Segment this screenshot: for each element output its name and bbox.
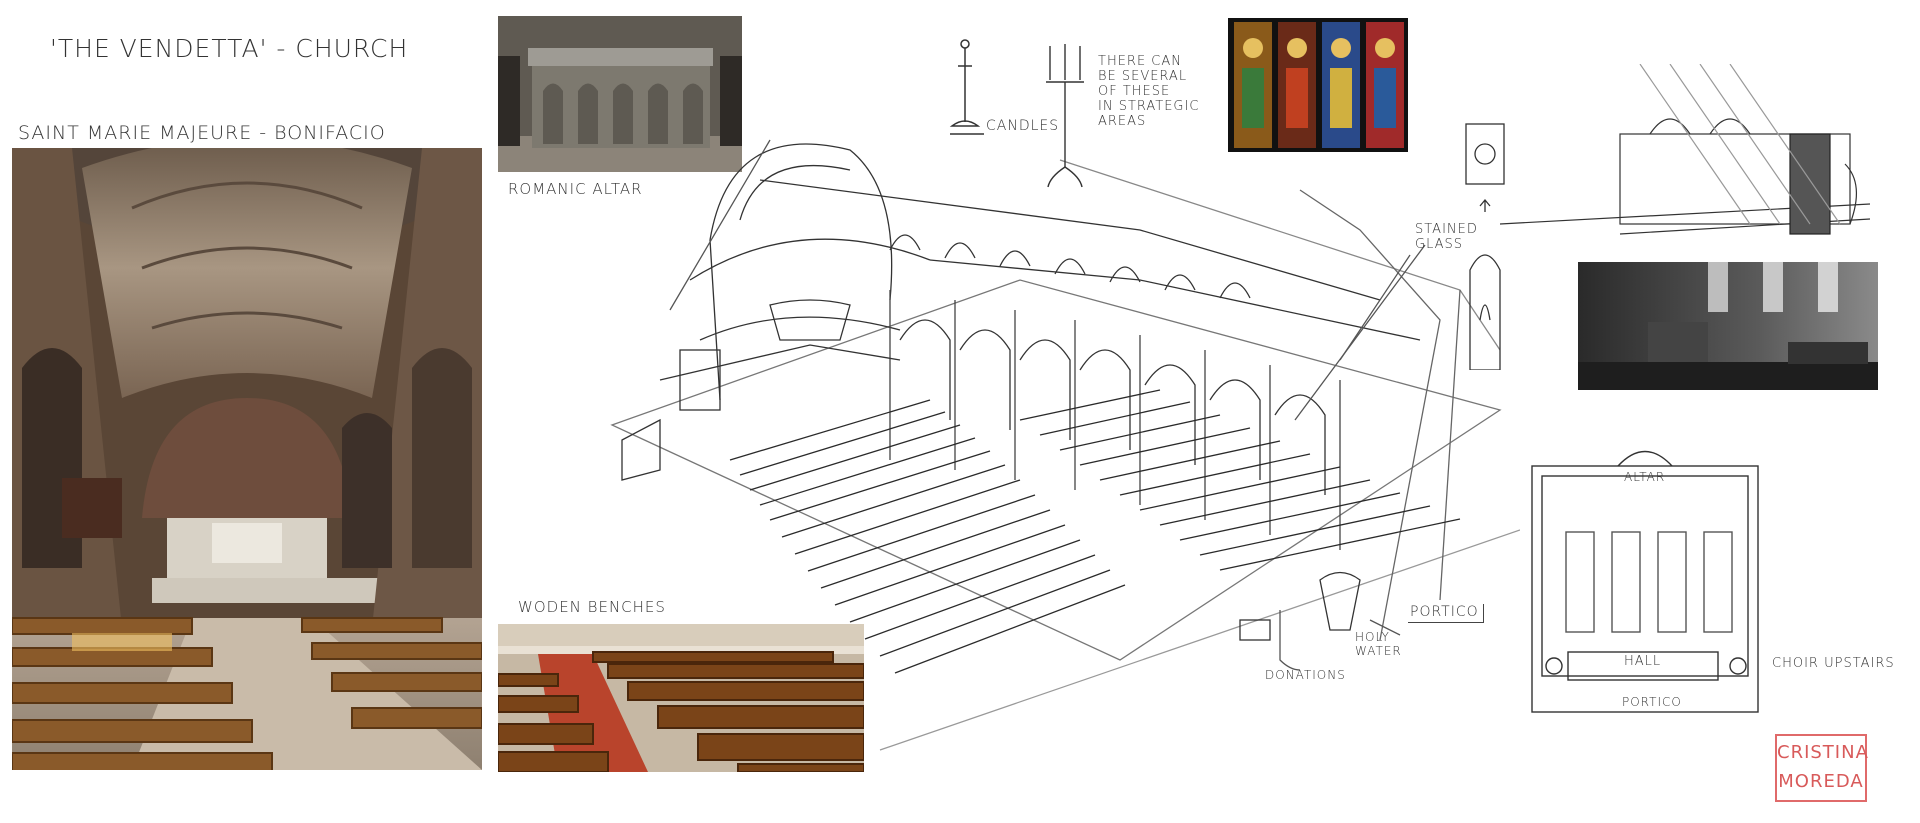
stained-glass-photo	[1228, 18, 1408, 152]
candelabra-sketch	[1040, 42, 1090, 192]
floorplan-altar-label: ALTAR	[1624, 470, 1666, 484]
benches-caption: WODEN BENCHES	[518, 598, 666, 616]
altar-caption: ROMANIC ALTAR	[508, 180, 643, 198]
wooden-benches-photo	[498, 624, 864, 772]
holy-water-label: HOLY WATER	[1355, 630, 1402, 658]
thumbnail-sketch	[1500, 64, 1870, 244]
sheet-title: 'THE VENDETTA' - CHURCH	[50, 34, 409, 63]
window-sketches	[1460, 120, 1510, 370]
floor-plan-sketch	[1528, 442, 1762, 714]
artist-signature-stamp: CRISTINA MOREDA	[1775, 734, 1868, 802]
candle-sketch	[944, 36, 1004, 142]
stained-glass-label: STAINED GLASS	[1415, 222, 1478, 252]
donations-label: DONATIONS	[1265, 668, 1346, 682]
candles-note: THERE CAN BE SEVERAL OF THESE IN STRATEG…	[1098, 54, 1200, 129]
floorplan-choir-label: CHOIR UPSTAIRS	[1772, 656, 1895, 671]
church-interior-photo	[12, 148, 482, 770]
floorplan-hall-label: HALL	[1624, 654, 1662, 669]
candles-label: CANDLES	[986, 118, 1060, 134]
portico-label: PORTICO	[1408, 604, 1484, 623]
church-perspective-sketch	[600, 40, 1520, 780]
main-photo-caption: SAINT MARIE MAJEURE - BONIFACIO	[18, 122, 386, 144]
floorplan-portico-label: PORTICO	[1622, 695, 1682, 709]
lighting-render	[1578, 262, 1878, 390]
romanic-altar-photo	[498, 16, 742, 172]
